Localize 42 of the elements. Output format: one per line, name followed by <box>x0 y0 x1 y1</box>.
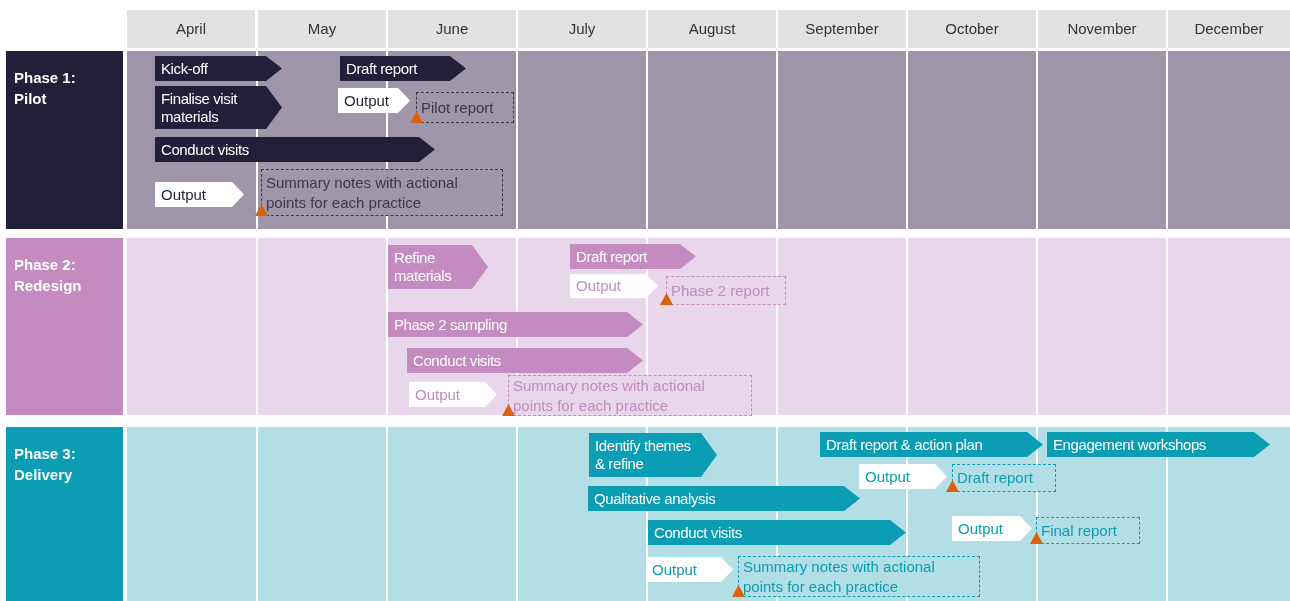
month-header: April <box>127 10 255 48</box>
task-bar: Draft report & action plan <box>820 432 1043 457</box>
task-bar: Phase 2 sampling <box>388 312 643 337</box>
phase-band <box>6 51 1290 229</box>
task-bar: Qualitative analysis <box>588 486 860 511</box>
month-header: May <box>258 10 386 48</box>
phase-band <box>6 238 1290 415</box>
task-bar: Kick-off <box>155 56 282 81</box>
output-tag: Output <box>155 182 244 207</box>
deliverable-box: Pilot report <box>416 92 514 123</box>
month-header: December <box>1168 10 1290 48</box>
deliverable-box: Summary notes with actional points for each practice <box>508 375 752 416</box>
phase-title: Phase 3: Delivery <box>14 444 77 485</box>
task-bar: Engagement workshops <box>1047 432 1270 457</box>
task-bar: Refine materials <box>388 245 488 289</box>
task-bar: Draft report <box>340 56 466 81</box>
task-bar: Finalise visit materials <box>155 86 282 129</box>
deliverable-box: Draft report <box>952 464 1056 492</box>
output-tag: Output <box>570 274 658 298</box>
month-header: November <box>1038 10 1166 48</box>
month-header: October <box>908 10 1036 48</box>
output-tag: Output <box>646 557 733 582</box>
phase-title: Phase 1: Pilot <box>14 68 77 109</box>
month-header: July <box>518 10 646 48</box>
month-header: June <box>388 10 516 48</box>
task-bar: Identify themes & refine <box>589 433 717 477</box>
deliverable-box: Summary notes with actional points for each practice <box>261 169 503 216</box>
deliverable-box: Phase 2 report <box>666 276 786 305</box>
output-tag: Output <box>338 88 410 113</box>
output-tag: Output <box>859 464 947 489</box>
deliverable-box: Summary notes with actional points for each practice <box>738 556 980 597</box>
output-tag: Output <box>409 382 497 407</box>
output-tag: Output <box>952 516 1032 541</box>
task-bar: Conduct visits <box>407 348 643 373</box>
phase-title: Phase 2: Redesign <box>14 255 83 296</box>
month-header: August <box>648 10 776 48</box>
phase-band <box>6 427 1290 601</box>
task-bar: Conduct visits <box>648 520 906 545</box>
task-bar: Conduct visits <box>155 137 435 162</box>
deliverable-box: Final report <box>1036 517 1140 544</box>
month-header: September <box>778 10 906 48</box>
task-bar: Draft report <box>570 244 696 269</box>
